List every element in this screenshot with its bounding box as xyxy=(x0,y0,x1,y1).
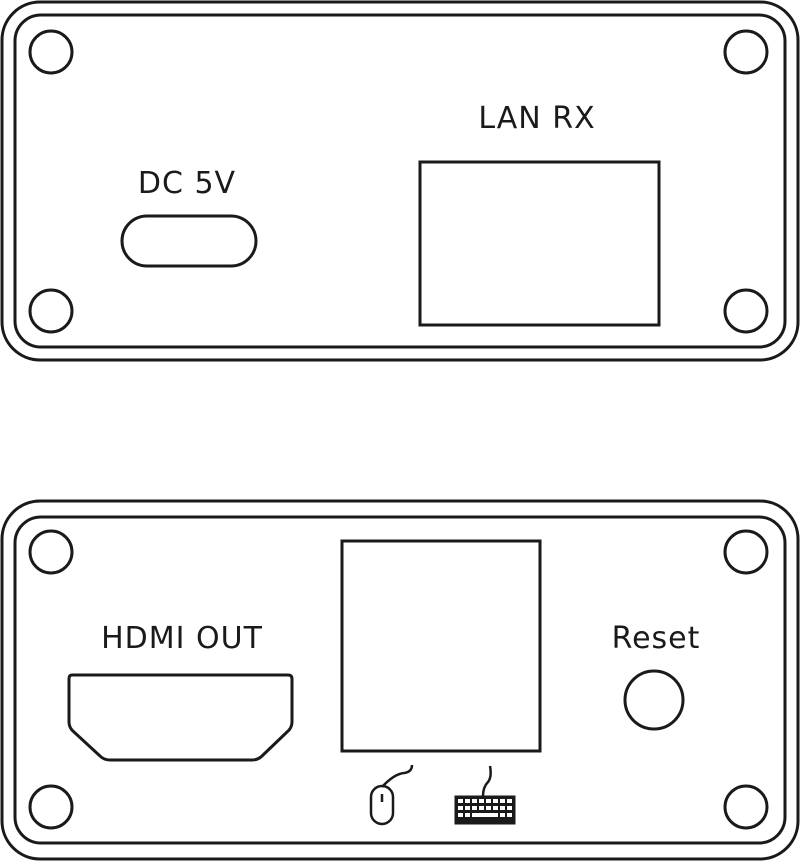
screw-bottom-right xyxy=(723,784,769,830)
dc-5v-port[interactable] xyxy=(120,214,258,268)
dc-5v-label: DC 5V xyxy=(138,166,236,201)
bottom-panel-inner-frame xyxy=(13,515,787,845)
top-panel-inner-frame xyxy=(13,13,787,349)
lan-rx-port[interactable] xyxy=(418,160,661,327)
usb-port[interactable] xyxy=(340,539,542,753)
top-panel-outer-frame xyxy=(0,0,800,362)
screw-top-left xyxy=(28,29,74,75)
bottom-panel: HDMI OUT xyxy=(0,499,800,861)
screw-top-right xyxy=(723,29,769,75)
screw-bottom-right xyxy=(723,288,769,334)
keyboard-icon xyxy=(454,765,516,825)
lan-rx-label: LAN RX xyxy=(478,101,595,136)
top-panel: DC 5V LAN RX xyxy=(0,0,800,362)
screw-bottom-left xyxy=(28,288,74,334)
reset-label: Reset xyxy=(612,621,701,656)
screw-top-right xyxy=(723,529,769,575)
mouse-icon xyxy=(369,764,414,826)
bottom-panel-outer-frame xyxy=(0,499,800,861)
hdmi-out-label: HDMI OUT xyxy=(101,621,263,656)
hdmi-out-port[interactable] xyxy=(67,673,294,762)
screw-top-left xyxy=(28,529,74,575)
reset-button[interactable] xyxy=(623,669,685,731)
screw-bottom-left xyxy=(28,784,74,830)
